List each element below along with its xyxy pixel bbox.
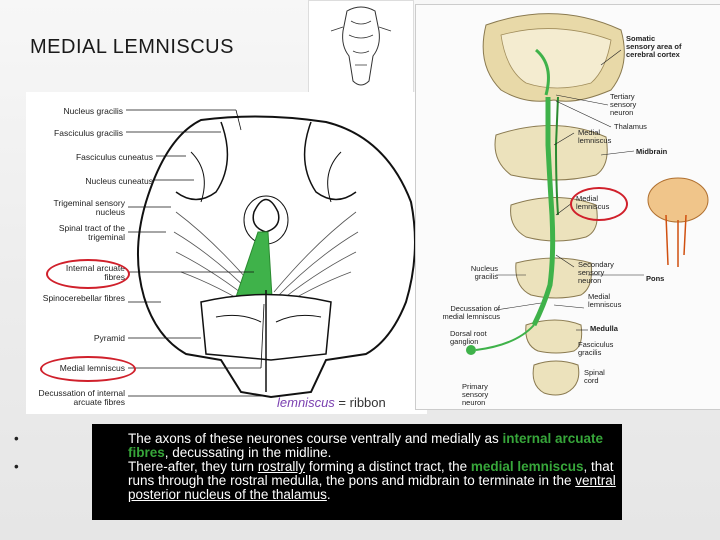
label-nucleus-gracilis: Nucleus gracilis (63, 106, 123, 116)
label-midbrain: Midbrain (636, 147, 668, 156)
medulla-cross-section-figure: Nucleus gracilis Fasciculus gracilis Fas… (26, 92, 427, 414)
label-secondary-sensory-neuron: Secondary sensory neuron (578, 260, 614, 285)
label-somatic-sensory-area: Somatic sensory area of cerebral cortex (626, 34, 682, 59)
label-medial-lemniscus-3: Medial lemniscus (588, 292, 622, 309)
label-spinal-tract-trigeminal: Spinal tract of the trigeminal (58, 223, 125, 242)
label-thalamus: Thalamus (614, 122, 647, 131)
caption-definition: = ribbon (334, 395, 386, 410)
label-fasciculus-gracilis-right: Fasciculus gracilis (578, 340, 614, 357)
bullet-2-text-b: forming a distinct tract, the (305, 459, 471, 474)
bullet-2-highlight: medial lemniscus (470, 459, 584, 474)
caption-term: lemniscus (277, 395, 335, 410)
brainstem-thumbnail (308, 0, 414, 94)
pathway-figure: Somatic sensory area of cerebral cortex … (415, 4, 720, 410)
label-pons: Pons (646, 274, 665, 283)
highlight-circle-medial-lemniscus-right (570, 187, 628, 221)
label-primary-sensory-neuron: Primary sensory neuron (462, 382, 489, 407)
label-decussation-medial-lemniscus: Decussation of medial lemniscus (442, 304, 500, 321)
medulla-diagram (126, 109, 416, 399)
lemniscus-caption: lemniscus = ribbon (277, 395, 386, 410)
bullet-2-text-c: , that runs through the rostral medulla,… (128, 459, 614, 488)
bullet-dot: • (14, 459, 19, 474)
bullet-2-underline-rostrally: rostrally (257, 459, 306, 474)
bullet-1-text-a: The axons of these neurones course ventr… (128, 431, 503, 446)
label-nucleus-gracilis-right: Nucleus gracilis (470, 264, 498, 281)
highlight-circle-internal-arcuate (46, 259, 130, 289)
label-dorsal-root-ganglion: Dorsal root ganglion (450, 329, 487, 346)
label-trigeminal-sensory-nucleus: Trigeminal sensory nucleus (53, 198, 126, 217)
bullet-2-text-a: There-after, they turn (128, 459, 258, 474)
label-fasciculus-cuneatus: Fasciculus cuneatus (75, 152, 153, 162)
slide-title: MEDIAL LEMNISCUS (30, 36, 234, 58)
label-medulla: Medulla (590, 324, 618, 333)
pathway-diagram (466, 13, 709, 396)
highlight-circle-medial-lemniscus (40, 356, 136, 382)
label-spinal-cord: Spinal cord (584, 368, 605, 385)
brainstem-sketch (330, 6, 392, 86)
label-fasciculus-gracilis: Fasciculus gracilis (54, 128, 123, 138)
bullet-2-underline-thalamus: ventral posterior nucleus of the thalamu… (128, 473, 616, 502)
label-decussation-internal-arcuate: Decussation of internal arcuate fibres (38, 388, 125, 407)
bullet-2: • There-after, they turn rostrally formi… (14, 459, 616, 502)
bullet-1-text-b: , decussating in the midline. (164, 445, 332, 460)
bullet-1: • The axons of these neurones course ven… (14, 431, 616, 460)
bullet-2-text-d: . (326, 487, 331, 502)
label-medial-lemniscus-1: Medial lemniscus (578, 128, 612, 145)
label-pyramid: Pyramid (93, 333, 125, 343)
label-tertiary-sensory-neuron: Tertiary sensory neuron (610, 92, 637, 117)
label-spinocerebellar-fibres: Spinocerebellar fibres (42, 293, 125, 303)
bullet-1-highlight: internal arcuate fibres (128, 431, 604, 460)
label-nucleus-cuneatus: Nucleus cuneatus (85, 176, 153, 186)
bullet-text-box: • The axons of these neurones course ven… (14, 424, 622, 520)
bullet-dot: • (14, 431, 19, 446)
